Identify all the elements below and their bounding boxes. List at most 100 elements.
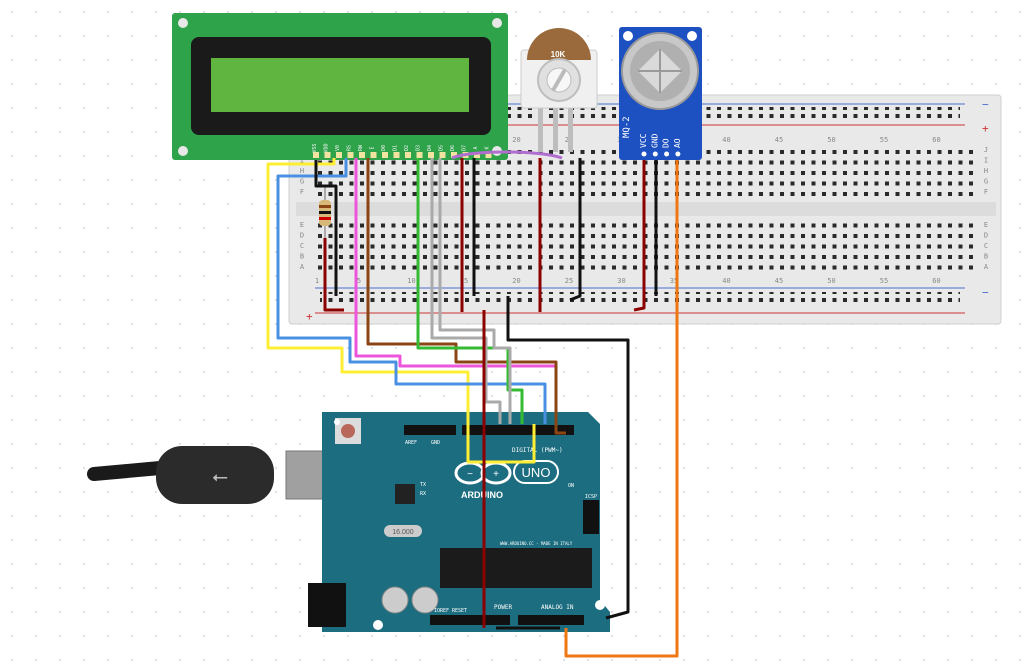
header-analog <box>518 615 584 625</box>
wire-black-pot <box>569 158 582 302</box>
lcd-pin <box>416 152 423 158</box>
breadboard-col-number: 50 <box>827 136 835 144</box>
breadboard-col-number: 15 <box>460 277 468 285</box>
breadboard-row-letter: C <box>300 242 304 250</box>
breadboard-row-letter: H <box>300 167 304 175</box>
lcd-pin-label: D3 <box>416 145 422 151</box>
lcd-pin <box>336 152 342 158</box>
lcd-pin-label: D6 <box>450 145 456 151</box>
icsp-header <box>583 500 599 534</box>
breadboard-col-number: 10 <box>407 277 415 285</box>
lcd-screen <box>211 58 469 112</box>
aref-label: AREF <box>405 440 417 446</box>
crystal <box>384 525 422 537</box>
sensor-pin <box>664 151 670 157</box>
board-model-label: UNO <box>522 465 551 480</box>
breadboard-row-letter: D <box>300 232 304 240</box>
rail-plus-label-bottom: + <box>306 310 313 323</box>
lcd-pin <box>485 152 492 158</box>
wire-blue <box>276 158 547 424</box>
breadboard-row-letter: I <box>984 157 988 165</box>
breadboard-row-letter: F <box>984 188 988 196</box>
wires <box>266 150 679 658</box>
arduino-uno: ⭠ 16.000 − + UNO ARDUINO DIG <box>87 412 610 632</box>
usb-plug <box>156 446 274 504</box>
breadboard-col-number: 35 <box>670 277 678 285</box>
wire-yellow <box>266 158 536 464</box>
breadboard-col-number: 55 <box>880 277 888 285</box>
wire-darkred-resistor <box>323 238 344 312</box>
breadboard-col-number: 50 <box>827 277 835 285</box>
wire-darkred-sensor <box>633 160 646 312</box>
lcd-pin-label: D4 <box>427 145 433 151</box>
breadboard-row-letter: A <box>984 263 989 271</box>
breadboard-col-number: 30 <box>617 277 625 285</box>
breadboard-col-number: 55 <box>880 136 888 144</box>
lcd-pin-label: A <box>473 146 479 149</box>
breadboard-row-letter: H <box>984 167 988 175</box>
icsp-label: ICSP <box>585 494 597 500</box>
sensor-pin <box>675 151 681 157</box>
breadboard-col-number: 60 <box>932 136 940 144</box>
sensor-pin-label: AO <box>673 138 682 148</box>
breadboard-col-number: 20 <box>512 136 520 144</box>
lcd-pin-label: K <box>485 146 491 149</box>
breadboard-row-letter: B <box>300 253 304 261</box>
sensor-pin-label: VCC <box>639 133 648 148</box>
lcd-pin <box>474 152 480 158</box>
lcd-pin <box>405 152 411 158</box>
header-aref-gnd <box>404 425 456 435</box>
lcd-pin-label: RS <box>347 145 353 151</box>
breadboard-row-letter: C <box>984 242 988 250</box>
breadboard-row-letter: E <box>300 221 304 229</box>
rail-minus-label: − <box>982 98 989 111</box>
lcd-pin-label: VSS <box>312 143 318 152</box>
lcd-pin <box>324 152 331 158</box>
sensor-pin-label: DO <box>662 138 671 148</box>
lcd-pin-label: D2 <box>404 145 410 151</box>
lcd-pin-label: D0 <box>381 145 387 151</box>
website-label: WWW.ARDUINO.CC - MADE IN ITALY <box>500 541 573 546</box>
breadboard-row-letter: F <box>300 188 304 196</box>
lcd-pin <box>313 152 319 158</box>
on-led-label: ON <box>568 483 574 489</box>
wire-purple-pot <box>451 150 563 160</box>
svg-text:+: + <box>493 469 499 480</box>
atmega-chip <box>440 548 592 588</box>
rail-minus-label-bottom: − <box>982 286 989 299</box>
lcd-pin <box>451 152 457 158</box>
resistor <box>319 186 331 238</box>
breadboard-row-letter: J <box>984 146 988 154</box>
header-power <box>430 615 510 625</box>
lcd-pin <box>347 152 354 158</box>
breadboard-col-number: 5 <box>357 277 361 285</box>
breadboard-col-number: 45 <box>775 136 783 144</box>
lcd-pin-label: V0 <box>335 145 341 151</box>
wire-orange-sensor <box>564 160 679 658</box>
lcd-pin <box>439 152 446 158</box>
lcd-pin-label: E <box>370 146 376 149</box>
breadboard-row-letter: G <box>300 178 304 186</box>
breadboard-col-number: 60 <box>932 277 940 285</box>
svg-text:−: − <box>467 469 473 480</box>
sensor-name-label: MQ-2 <box>622 116 632 138</box>
sensor-pin-label: GND <box>650 133 659 148</box>
breadboard-row-letter: G <box>984 178 988 186</box>
ioref-label: IOREF <box>434 608 449 614</box>
lcd-pin-label: RW <box>358 144 364 151</box>
usb-icon: ⭠ <box>212 466 228 488</box>
breadboard-row-letter: E <box>984 221 988 229</box>
breadboard-col-number: 20 <box>512 277 520 285</box>
board-brand-label: ARDUINO <box>461 490 503 500</box>
header-digital <box>462 425 574 435</box>
tx-label: TX <box>420 482 426 488</box>
breadboard-row-letter: A <box>300 263 305 271</box>
breadboard-col-number: 1 <box>315 277 319 285</box>
analog-label: ANALOG IN <box>541 604 574 611</box>
sensor-pin <box>641 151 647 157</box>
lcd-pin-label: D7 <box>462 145 468 151</box>
wire-black-lcd-rs <box>314 160 338 296</box>
